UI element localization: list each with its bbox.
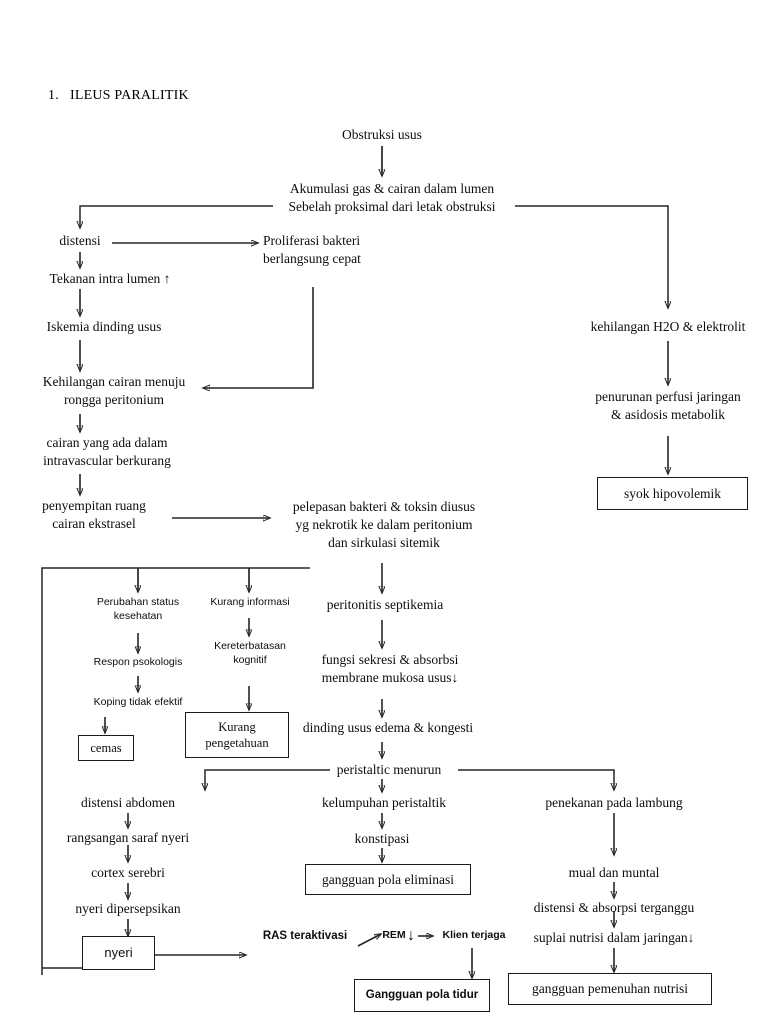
node-kehilangan-h2o: kehilangan H2O & elektrolit [590, 319, 746, 334]
box-cemas: cemas [78, 735, 134, 761]
node-cairan-intravascular: cairan yang ada dalam intravascular berk… [43, 435, 171, 468]
page-heading-number: 1. [48, 88, 59, 103]
node-distensi: distensi [59, 233, 101, 248]
rem-down-arrow-icon: ↓ [407, 927, 415, 944]
node-peristaltic-menurun: peristaltic menurun [336, 762, 442, 777]
node-peritonitis-septikemia: peritonitis septikemia [326, 597, 444, 612]
node-pelepasan-bakteri: pelepasan bakteri & toksin diusus yg nek… [292, 499, 476, 550]
node-dinding-usus-edema: dinding usus edema & kongesti [302, 720, 474, 735]
node-fungsi-sekresi: fungsi sekresi & absorbsi membrane mukos… [321, 652, 459, 685]
node-penyempitan-ruang: penyempitan ruang cairan ekstrasel [42, 498, 146, 531]
node-mual-dan-muntal: mual dan muntal [568, 865, 660, 880]
node-koping-tidak-efektif: Koping tidak efektif [93, 696, 183, 708]
node-ras-teraktivasi: RAS teraktivasi [262, 930, 348, 942]
node-obstruksi-usus: Obstruksi usus [342, 127, 422, 142]
box-syok-hipovolemik: syok hipovolemik [597, 477, 748, 510]
box-gangguan-pola-eliminasi: gangguan pola eliminasi [305, 864, 471, 895]
box-gangguan-pemenuhan-nutrisi: gangguan pemenuhan nutrisi [508, 973, 712, 1005]
node-konstipasi: konstipasi [354, 831, 410, 846]
node-distensi-abdomen: distensi abdomen [80, 795, 176, 810]
node-penekanan-pada-lambung: penekanan pada lambung [545, 795, 683, 810]
node-nyeri-dipersepsikan: nyeri dipersepsikan [75, 901, 181, 916]
node-kelumpuhan-peristaltik: kelumpuhan peristaltik [321, 795, 447, 810]
node-kereterbatasan-kognitif: Kereterbatasan kognitif [214, 640, 286, 666]
node-suplai-nutrisi: suplai nutrisi dalam jaringan↓ [533, 930, 695, 945]
node-kurang-informasi: Kurang informasi [210, 596, 290, 608]
node-distensi-absorpsi: distensi & absorpsi terganggu [533, 900, 695, 915]
page-title: ILEUS PARALITIK [70, 88, 189, 103]
box-nyeri: nyeri [82, 936, 155, 970]
node-rem: REM [382, 929, 406, 941]
node-rangsangan-saraf-nyeri: rangsangan saraf nyeri [66, 830, 190, 845]
node-perubahan-status: Perubahan status kesehatan [96, 596, 180, 622]
node-penurunan-perfusi: penurunan perfusi jaringan & asidosis me… [595, 389, 741, 422]
box-kurang-pengetahuan: Kurang pengetahuan [185, 712, 289, 758]
node-cortex-serebri: cortex serebri [91, 865, 165, 880]
node-kehilangan-cairan: Kehilangan cairan menuju rongga peritoni… [42, 374, 186, 407]
node-tekanan-intra-lumen: Tekanan intra lumen ↑ [49, 271, 171, 286]
node-proliferasi-bakteri: Proliferasi bakteri berlangsung cepat [263, 233, 361, 266]
node-respon-psokologis: Respon psokologis [93, 656, 183, 668]
node-iskemia-dinding-usus: Iskemia dinding usus [46, 319, 162, 334]
node-klien-terjaga: Klien terjaga [442, 929, 506, 941]
node-akumulasi-gas: Akumulasi gas & cairan dalam lumen Sebel… [288, 181, 496, 214]
box-gangguan-pola-tidur: Gangguan pola tidur [354, 979, 490, 1012]
